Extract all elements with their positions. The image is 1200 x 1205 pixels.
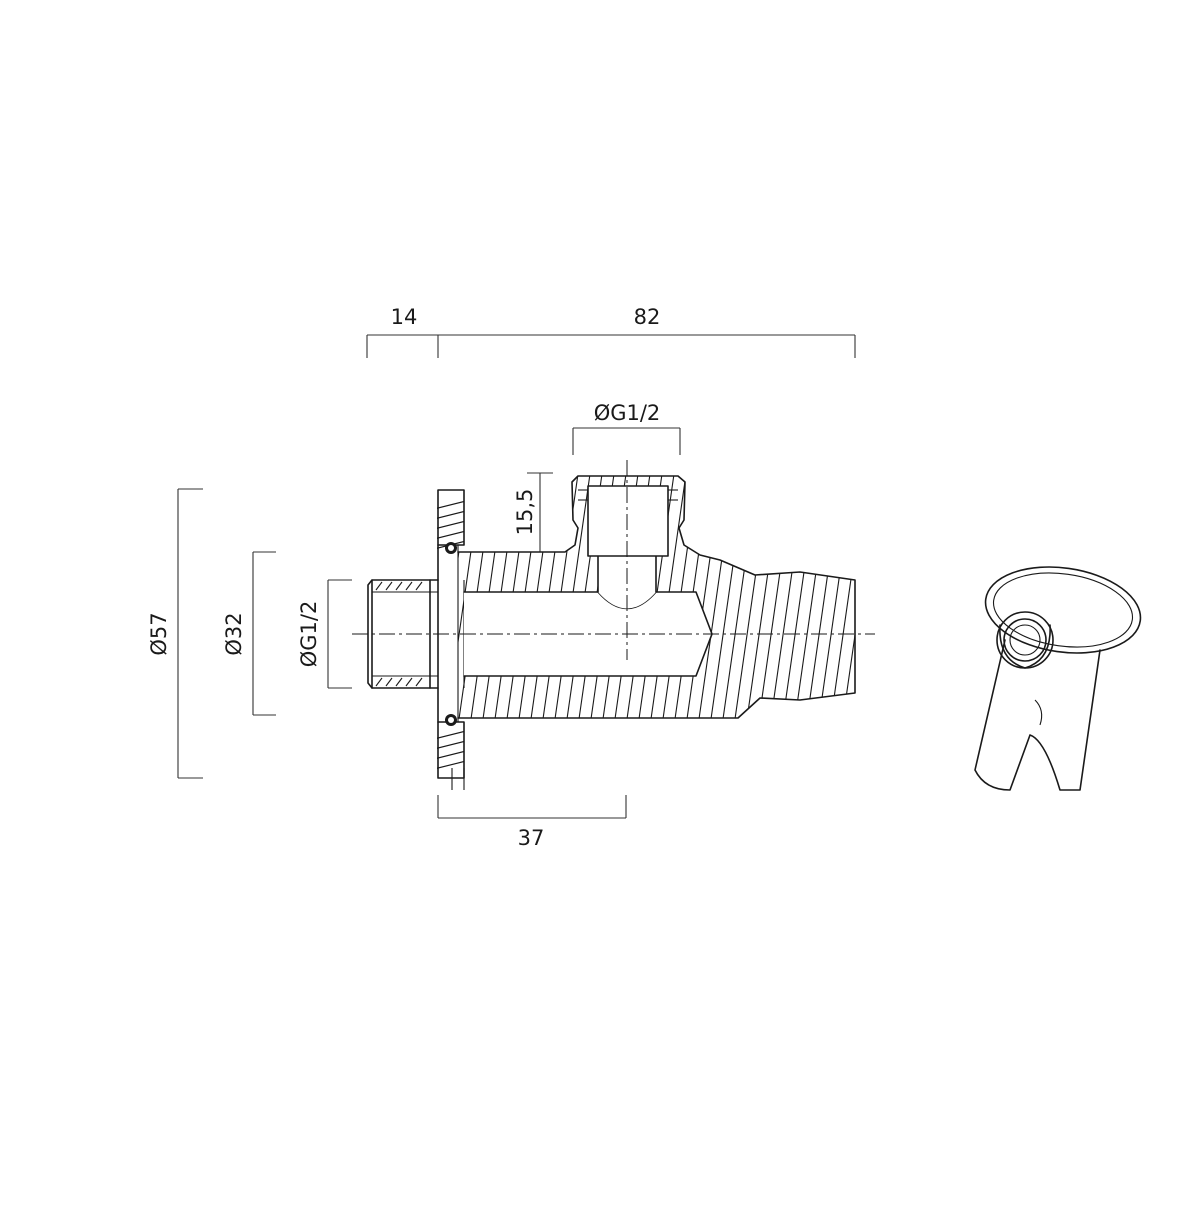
dim-label-flange-diameter: Ø57 <box>147 612 171 655</box>
dim-label-outlet-height: 15,5 <box>513 489 537 536</box>
hatch-line <box>719 476 761 718</box>
flange-bottom-hatch <box>437 730 464 769</box>
hatch-line <box>851 476 855 718</box>
hatch-line <box>839 476 855 718</box>
dimension-bottom: 37 <box>437 795 627 850</box>
dim-label-inlet-length: 37 <box>518 826 545 850</box>
flange-disc <box>984 566 1142 654</box>
dim-label-overall-length: 82 <box>634 305 661 329</box>
valve-body-outline <box>457 475 856 719</box>
o-rings <box>445 542 457 726</box>
dim-label-inlet-thread: ØG1/2 <box>297 601 321 668</box>
hatch-line <box>695 476 737 718</box>
valve-body-perspective <box>974 639 1101 791</box>
outlet-bore <box>587 485 669 557</box>
hatch-line <box>458 476 461 718</box>
hatch-line <box>888 460 928 740</box>
inlet-thread-hatch <box>375 581 423 687</box>
dimension-outlet-height: 15,5 <box>513 472 553 553</box>
dim-label-flange-depth: 14 <box>391 305 418 329</box>
hatch-line <box>827 476 855 718</box>
dim-label-body-diameter: Ø32 <box>222 612 246 655</box>
hatch-line <box>876 460 916 740</box>
dimension-top: 14 82 <box>366 305 856 358</box>
hatch-line <box>803 476 845 718</box>
dimension-outlet-thread: ØG1/2 <box>572 401 681 455</box>
hatch-line <box>767 476 809 718</box>
hatch-line <box>864 460 904 740</box>
outlet-thread-detail <box>578 489 678 501</box>
valve-section-view <box>352 460 928 790</box>
dimension-left: Ø57 Ø32 ØG1/2 <box>147 488 352 779</box>
dim-label-outlet-thread: ØG1/2 <box>594 401 661 425</box>
hatch-line <box>707 476 749 718</box>
valve-perspective-view <box>974 566 1142 791</box>
inlet-nipple <box>367 579 439 689</box>
